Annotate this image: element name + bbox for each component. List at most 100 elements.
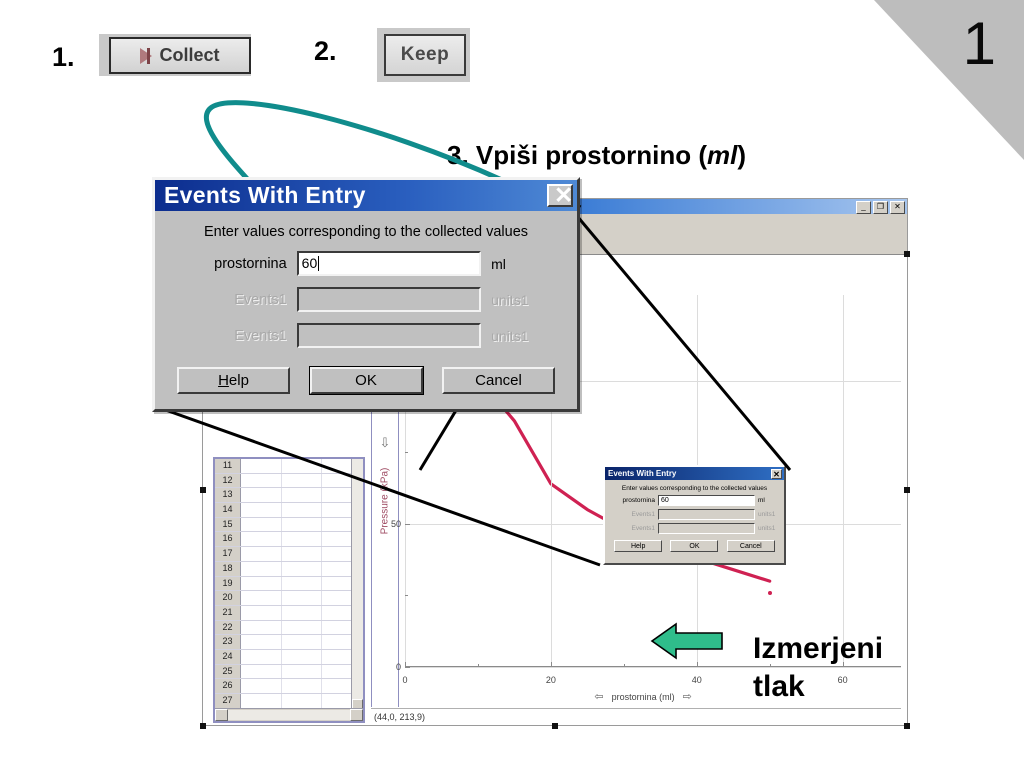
table-row[interactable]: 16 xyxy=(215,532,363,548)
row-header[interactable]: 27 xyxy=(215,694,241,708)
table-row[interactable]: 19 xyxy=(215,576,363,592)
table-cell[interactable] xyxy=(241,679,282,693)
table-cell[interactable] xyxy=(282,620,323,635)
window-control-buttons[interactable]: _ ❐ ✕ xyxy=(856,201,905,214)
row-header[interactable]: 11 xyxy=(215,459,241,473)
field-input-prostornina[interactable]: 60 xyxy=(296,251,482,276)
table-cell[interactable] xyxy=(241,517,282,532)
row-header[interactable]: 22 xyxy=(215,620,241,635)
table-row[interactable]: 17 xyxy=(215,547,363,562)
pan-left-arrow-icon[interactable]: ⇦ xyxy=(594,691,604,703)
table-row[interactable]: 21 xyxy=(215,605,363,621)
table-cell[interactable] xyxy=(282,517,323,532)
table-row[interactable]: 13 xyxy=(215,488,363,504)
table-cell[interactable] xyxy=(282,635,323,649)
table-vertical-scrollbar[interactable] xyxy=(351,459,363,709)
close-icon[interactable]: ✕ xyxy=(890,201,905,214)
table-cell[interactable] xyxy=(241,561,282,576)
minimize-icon[interactable]: _ xyxy=(856,201,871,214)
table-cell[interactable] xyxy=(241,532,282,547)
table-cell[interactable] xyxy=(282,694,323,708)
inset-help-button[interactable]: Help xyxy=(614,540,663,552)
events-with-entry-dialog[interactable]: Events With Entry ✕ Enter values corresp… xyxy=(152,177,580,412)
selection-handle[interactable] xyxy=(200,723,206,729)
table-cell[interactable] xyxy=(241,591,282,605)
table-cell[interactable] xyxy=(241,635,282,649)
table-row[interactable]: 15 xyxy=(215,517,363,533)
row-header[interactable]: 25 xyxy=(215,664,241,679)
table-cell[interactable] xyxy=(282,591,323,605)
cancel-button[interactable]: Cancel xyxy=(442,367,555,394)
table-row[interactable]: 20 xyxy=(215,591,363,606)
table-row[interactable]: 25 xyxy=(215,664,363,680)
selection-handle[interactable] xyxy=(904,251,910,257)
inset-cancel-button[interactable]: Cancel xyxy=(726,540,775,552)
table-cell[interactable] xyxy=(241,605,282,620)
inset-dialog-close-icon[interactable]: ✕ xyxy=(771,468,782,479)
row-header[interactable]: 23 xyxy=(215,635,241,649)
table-cell[interactable] xyxy=(282,664,323,679)
inset-field-input[interactable]: 60 xyxy=(658,495,755,506)
inset-ok-button[interactable]: OK xyxy=(670,540,719,552)
table-cell[interactable] xyxy=(241,459,282,473)
table-cell[interactable] xyxy=(241,503,282,517)
table-row[interactable]: 14 xyxy=(215,503,363,518)
row-header[interactable]: 12 xyxy=(215,473,241,488)
table-row[interactable]: 22 xyxy=(215,620,363,636)
table-cell[interactable] xyxy=(241,473,282,488)
table-cell[interactable] xyxy=(241,488,282,503)
ok-button[interactable]: OK xyxy=(309,367,423,394)
row-header[interactable]: 20 xyxy=(215,591,241,605)
table-row[interactable]: 24 xyxy=(215,649,363,665)
table-horizontal-scrollbar[interactable] xyxy=(215,708,363,721)
table-cell[interactable] xyxy=(282,649,323,664)
table-cell[interactable] xyxy=(282,488,323,503)
restore-icon[interactable]: ❐ xyxy=(873,201,888,214)
keep-button[interactable]: Keep xyxy=(384,34,466,76)
row-header[interactable]: 24 xyxy=(215,649,241,664)
row-header[interactable]: 18 xyxy=(215,561,241,576)
row-header[interactable]: 26 xyxy=(215,679,241,693)
data-table-panel[interactable]: 1112131415161718192021222324252627282930… xyxy=(213,457,365,723)
table-row[interactable]: 12 xyxy=(215,473,363,489)
selection-handle[interactable] xyxy=(200,487,206,493)
table-cell[interactable] xyxy=(282,561,323,576)
table-cell[interactable] xyxy=(282,605,323,620)
row-header[interactable]: 16 xyxy=(215,532,241,547)
selection-handle[interactable] xyxy=(552,723,558,729)
table-cell[interactable] xyxy=(282,576,323,591)
scale-down-arrow-icon[interactable]: ⇩ xyxy=(379,435,391,450)
table-cell[interactable] xyxy=(282,532,323,547)
table-cell[interactable] xyxy=(241,694,282,708)
scroll-right-arrow-icon[interactable] xyxy=(350,709,363,721)
row-header[interactable]: 13 xyxy=(215,488,241,503)
selection-handle[interactable] xyxy=(904,723,910,729)
table-row[interactable]: 23 xyxy=(215,635,363,650)
inset-events-with-entry-dialog[interactable]: Events With Entry ✕ Enter values corresp… xyxy=(603,465,786,565)
row-header[interactable]: 21 xyxy=(215,605,241,620)
table-cell[interactable] xyxy=(282,503,323,517)
selection-handle[interactable] xyxy=(904,487,910,493)
table-cell[interactable] xyxy=(282,459,323,473)
table-cell[interactable] xyxy=(241,620,282,635)
table-row[interactable]: 26 xyxy=(215,679,363,694)
row-header[interactable]: 14 xyxy=(215,503,241,517)
table-cell[interactable] xyxy=(241,576,282,591)
table-cell[interactable] xyxy=(241,664,282,679)
pan-right-arrow-icon[interactable]: ⇨ xyxy=(682,691,692,703)
table-row[interactable]: 27 xyxy=(215,694,363,709)
table-cell[interactable] xyxy=(241,547,282,561)
dialog-close-icon[interactable]: ✕ xyxy=(547,184,573,207)
table-cell[interactable] xyxy=(241,649,282,664)
scroll-track[interactable] xyxy=(228,710,350,720)
table-row[interactable]: 11 xyxy=(215,459,363,474)
table-row[interactable]: 18 xyxy=(215,561,363,577)
collect-button[interactable]: Collect xyxy=(109,37,251,74)
table-cell[interactable] xyxy=(282,679,323,693)
table-cell[interactable] xyxy=(282,473,323,488)
row-header[interactable]: 19 xyxy=(215,576,241,591)
scroll-left-arrow-icon[interactable] xyxy=(215,709,228,721)
row-header[interactable]: 15 xyxy=(215,517,241,532)
row-header[interactable]: 17 xyxy=(215,547,241,561)
